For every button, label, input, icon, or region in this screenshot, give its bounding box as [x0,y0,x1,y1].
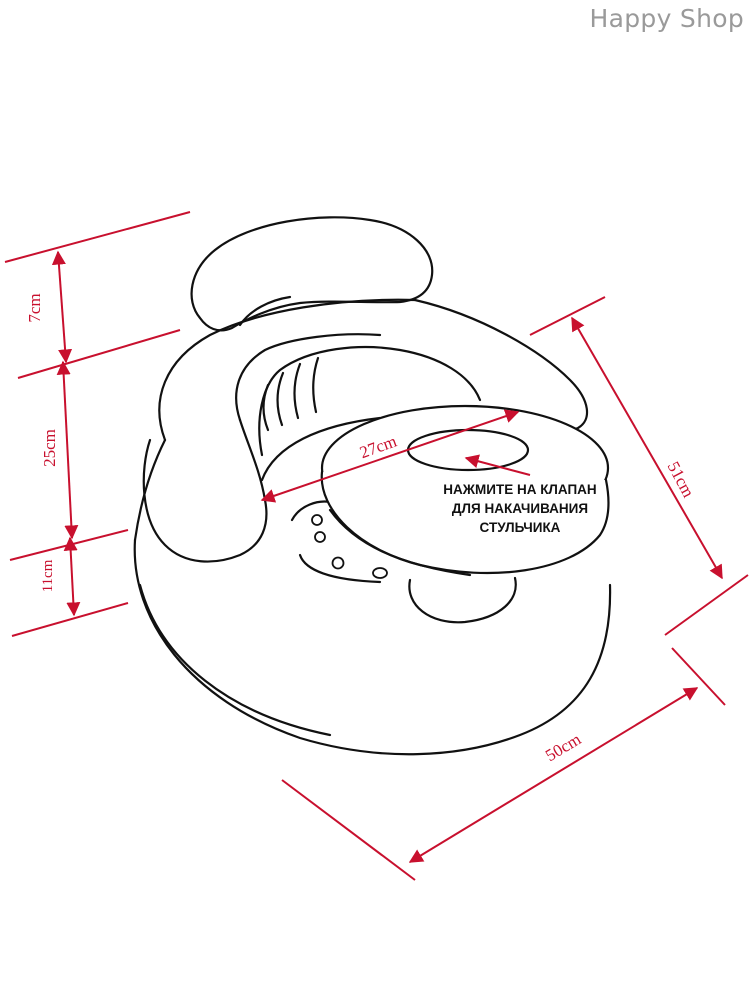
dimension-lines [4,211,749,881]
label-11cm: 11cm [40,559,56,592]
headrest-cushion [190,216,434,332]
label-7cm: 7cm [25,293,44,322]
valve-3 [331,556,345,570]
left-armrest-top [235,333,382,422]
brand-logo-text: Happy Shop [589,4,744,33]
note-line-1: НАЖМИТЕ НА КЛАПАН [443,482,597,497]
base-outline [133,538,612,756]
valve-instruction-note: НАЖМИТЕ НА КЛАПАН ДЛЯ НАКАЧИВАНИЯ СТУЛЬЧ… [430,480,610,537]
base-top-rim [133,438,167,542]
dim-50cm-arrow [408,687,699,863]
dim-25cm-arrow [56,360,79,540]
valve-2 [314,531,326,543]
left-armrest [142,418,268,563]
dim-11cm-arrow [63,536,81,617]
valve-4 [372,567,388,579]
dim-27cm-arrow [260,409,520,503]
seat-back-inner [258,345,482,457]
label-25cm: 25cm [40,429,59,467]
valve-pointer-arrow [464,454,531,476]
valves [311,514,388,579]
label-51cm: 51cm [664,458,699,500]
base-inner-line [138,583,332,737]
dim-51cm-arrow [571,316,723,580]
note-line-2: ДЛЯ НАКАЧИВАНИЯ [451,501,589,516]
note-line-3: СТУЛЬЧИКА [479,520,561,535]
panel-outline [290,500,332,522]
dim-7cm-arrow [51,250,73,364]
seat-lower-lobe [408,576,517,624]
valve-1 [311,514,323,526]
